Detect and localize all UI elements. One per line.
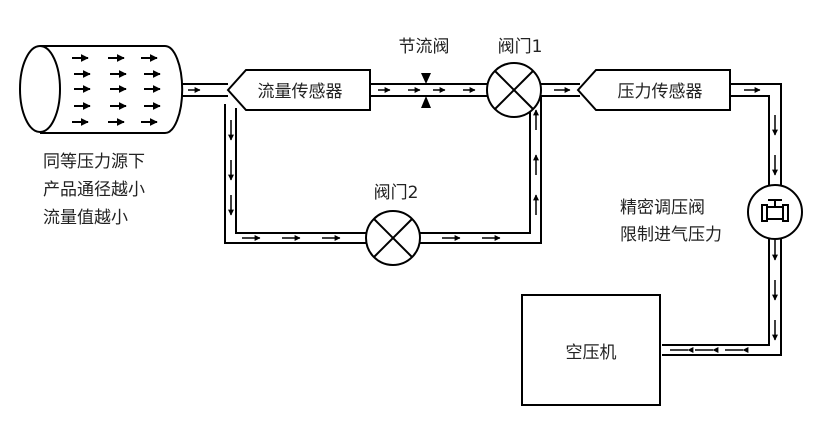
tank-flow-arrows: [72, 54, 161, 126]
valve2-label: 阀门2: [374, 183, 419, 203]
regulator-note-line1: 精密调压阀: [620, 198, 705, 218]
valve1-label: 阀门1: [498, 37, 543, 57]
pressure-sensor: 压力传感器: [576, 69, 731, 111]
throttle-valve-icon: [421, 73, 431, 108]
air-compressor: 空压机: [521, 294, 661, 406]
pressure-sensor-label: 压力传感器: [618, 82, 703, 102]
regulator-note-line2: 限制进气压力: [620, 225, 722, 245]
tank-note-line3: 流量值越小: [43, 208, 128, 228]
pressure-regulator-icon[interactable]: [747, 184, 803, 240]
valve1-icon[interactable]: [486, 62, 542, 118]
pipe-flow-arrows: [188, 87, 778, 341]
valve2-icon[interactable]: [365, 210, 421, 266]
compressor-label: 空压机: [566, 343, 617, 363]
tank-note-line2: 产品通径越小: [43, 180, 145, 200]
flow-sensor: 流量传感器: [226, 69, 371, 111]
flow-sensor-label: 流量传感器: [258, 82, 343, 102]
throttle-valve-label: 节流阀: [399, 37, 450, 57]
tank-note-line1: 同等压力源下: [43, 152, 145, 172]
